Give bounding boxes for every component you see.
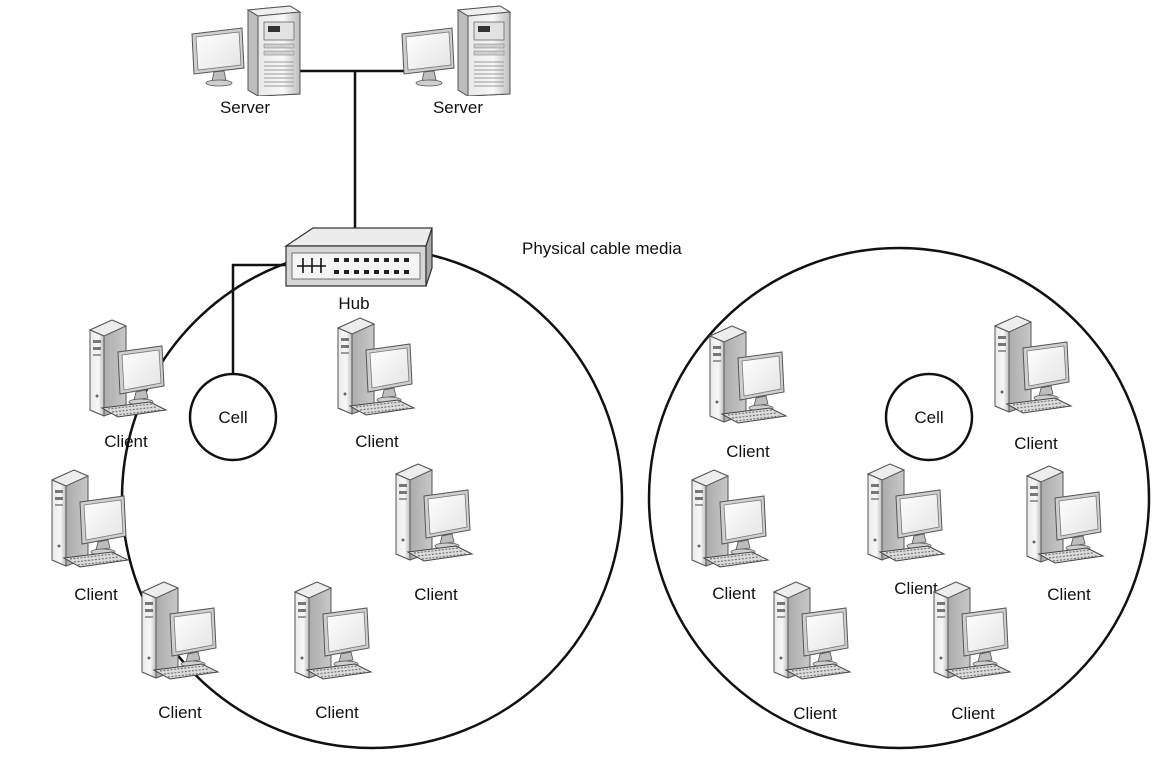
server-icon bbox=[191, 5, 301, 96]
client-computer-icon bbox=[294, 581, 372, 680]
client-computer-icon bbox=[867, 463, 945, 562]
client-computer-icon bbox=[691, 469, 769, 568]
client-label: Client bbox=[414, 585, 458, 604]
client-computer-icon bbox=[709, 325, 787, 424]
client-computer-icon bbox=[395, 463, 473, 562]
client-label: Client bbox=[104, 432, 148, 451]
client-label: Client bbox=[712, 584, 756, 603]
client-computer-icon bbox=[337, 317, 415, 416]
server-label: Server bbox=[433, 98, 483, 117]
client-label: Client bbox=[951, 704, 995, 723]
client-computer-icon bbox=[994, 315, 1072, 414]
client-label: Client bbox=[1014, 434, 1058, 453]
server-label: Server bbox=[220, 98, 270, 117]
client-label: Client bbox=[726, 442, 770, 461]
client-computer-icon bbox=[141, 581, 219, 680]
client-label: Client bbox=[74, 585, 118, 604]
client-computer-icon bbox=[51, 469, 129, 568]
network-ring-right bbox=[647, 246, 1151, 750]
hub-icon bbox=[284, 227, 433, 287]
client-computer-icon bbox=[1026, 465, 1104, 564]
client-label: Client bbox=[894, 579, 938, 598]
client-label: Client bbox=[158, 703, 202, 722]
client-label: Client bbox=[793, 704, 837, 723]
client-computer-icon bbox=[89, 319, 167, 418]
cell-label: Cell bbox=[914, 408, 943, 427]
hub-label: Hub bbox=[338, 294, 369, 313]
server-icon bbox=[401, 5, 511, 96]
cable-hub-to-cell bbox=[231, 263, 290, 374]
client-label: Client bbox=[315, 703, 359, 722]
media-label: Physical cable media bbox=[522, 239, 682, 258]
client-label: Client bbox=[355, 432, 399, 451]
client-computer-icon bbox=[773, 581, 851, 680]
cell-circle-right bbox=[884, 372, 974, 462]
cell-circle-left bbox=[188, 372, 278, 462]
client-computer-icon bbox=[933, 581, 1011, 680]
cell-label: Cell bbox=[218, 408, 247, 427]
client-label: Client bbox=[1047, 585, 1091, 604]
